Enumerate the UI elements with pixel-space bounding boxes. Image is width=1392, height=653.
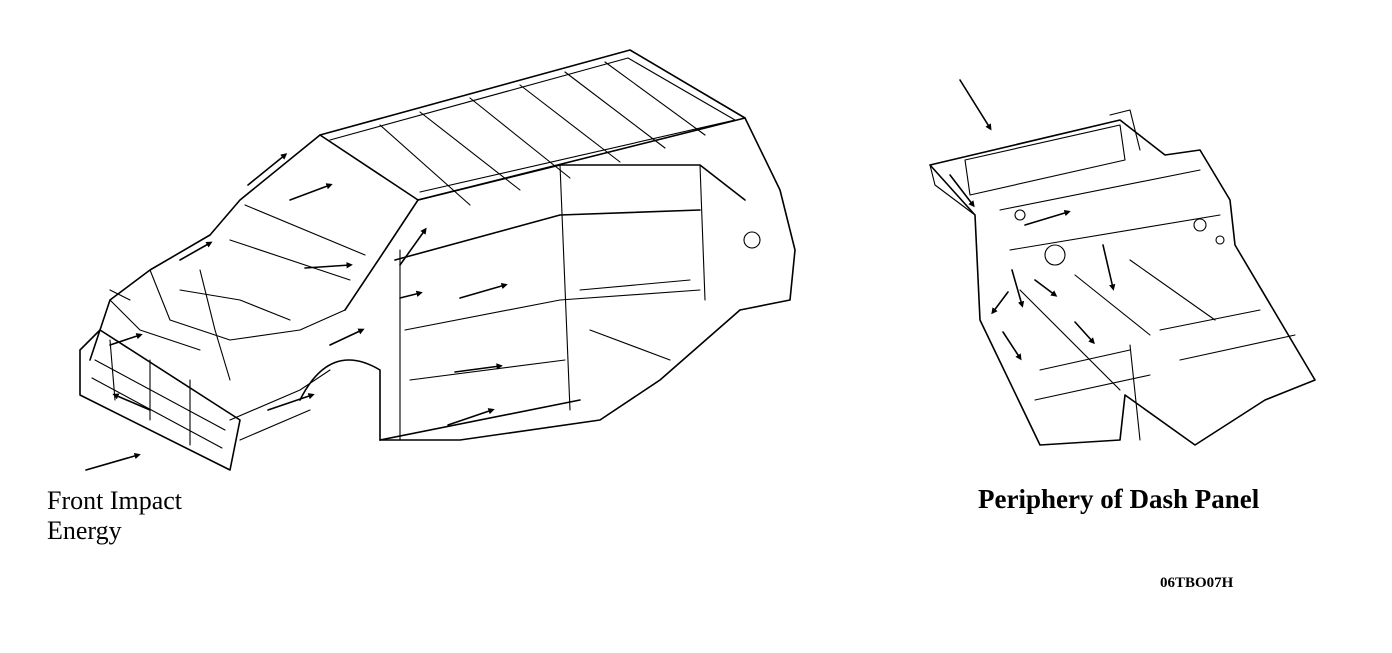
load-path-arrow bbox=[991, 291, 1009, 315]
load-path-arrow bbox=[399, 227, 427, 266]
front-impact-energy-label: Front Impact Energy bbox=[47, 486, 182, 546]
front-impact-label-line1: Front Impact bbox=[47, 486, 183, 515]
load-path-arrow bbox=[329, 328, 365, 346]
load-path-arrow bbox=[399, 290, 423, 299]
load-path-arrow bbox=[1074, 321, 1095, 345]
dash-panel-label: Periphery of Dash Panel bbox=[978, 484, 1260, 514]
load-path-arrow bbox=[1034, 279, 1058, 297]
load-path-arrow bbox=[179, 241, 213, 261]
front-impact-label-line2: Energy bbox=[47, 516, 122, 545]
load-path-arrow bbox=[949, 174, 975, 208]
load-path-arrow bbox=[247, 153, 288, 186]
load-path-arrow bbox=[459, 282, 508, 299]
car-body-frame bbox=[79, 49, 796, 471]
load-path-arrow bbox=[304, 262, 353, 269]
load-path-arrow bbox=[447, 408, 495, 426]
load-path-arrow bbox=[1024, 209, 1071, 226]
front-impact-arrow bbox=[85, 452, 141, 471]
load-path-arrow bbox=[267, 393, 315, 411]
load-path-arrow bbox=[289, 183, 333, 201]
dash-impact-arrow bbox=[959, 79, 992, 131]
dash-panel-frame bbox=[929, 109, 1316, 446]
load-path-arrow bbox=[1002, 331, 1022, 361]
load-path-arrow bbox=[454, 363, 503, 373]
dash-load-arrows bbox=[949, 79, 1116, 361]
load-path-arrow bbox=[112, 393, 151, 411]
load-path-arrow bbox=[109, 333, 143, 346]
load-path-arrow bbox=[1011, 269, 1025, 308]
figure-code-label: 06TBO07H bbox=[1160, 575, 1234, 591]
car-load-arrows bbox=[85, 153, 508, 471]
load-path-arrow bbox=[1102, 244, 1116, 291]
